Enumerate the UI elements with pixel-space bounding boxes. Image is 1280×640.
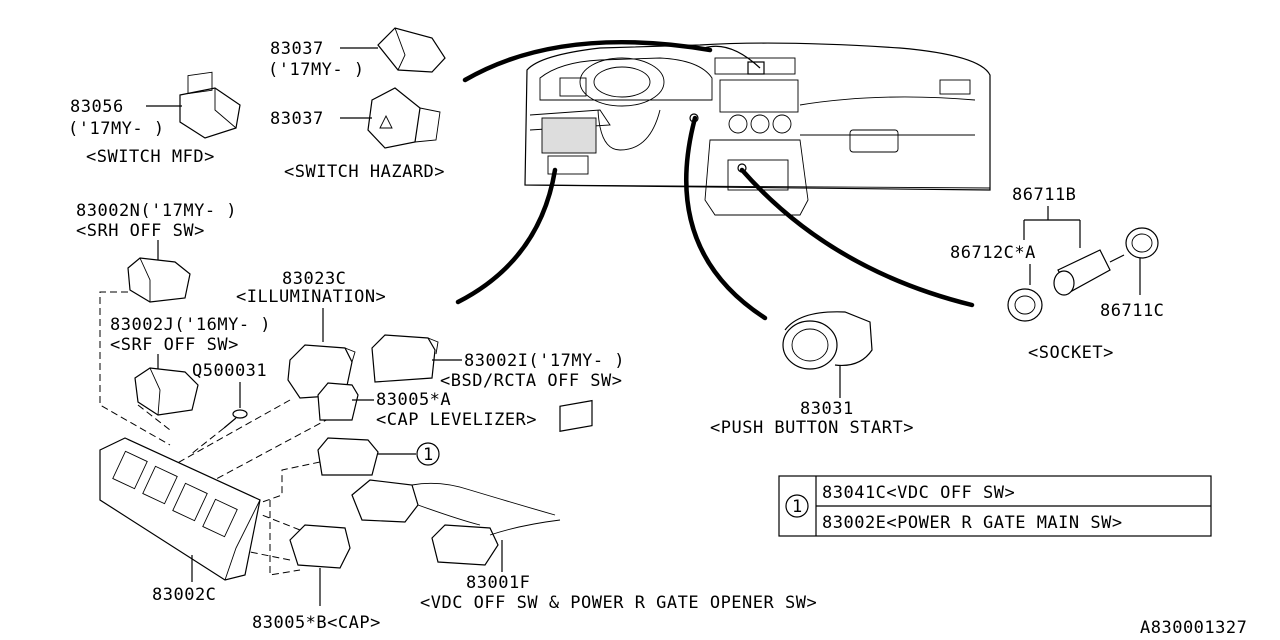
label-illum-name: <ILLUMINATION>: [236, 287, 386, 307]
label-srf-part: 83002J('16MY- ): [110, 315, 271, 335]
srh-off-switch-part: [127, 257, 191, 303]
label-hazard-part-b: 83037: [270, 109, 324, 129]
label-harness-name: <VDC OFF SW & POWER R GATE OPENER SW>: [420, 593, 817, 613]
screw-part: [223, 409, 248, 429]
cap-levelizer-part: [317, 382, 359, 421]
legend-callout: 1: [792, 497, 803, 517]
drawing-number: A830001327: [1140, 618, 1247, 638]
label-hazard-name: <SWITCH HAZARD>: [284, 162, 445, 182]
label-screw-part: Q500031: [192, 361, 267, 381]
label-srh-part: 83002N('17MY- ): [76, 201, 237, 221]
bsd-rcta-switch-part: [371, 334, 439, 383]
hazard-switch-part: [367, 87, 441, 149]
label-hazard-my: ('17MY- ): [268, 60, 365, 80]
label-panel-part: 83002C: [152, 585, 216, 605]
label-switch-mfd-name: <SWITCH MFD>: [86, 147, 215, 167]
srf-off-switch-part: [134, 367, 199, 416]
callout-legend-table: 1 83041C<VDC OFF SW> 83002E<POWER R GATE…: [778, 475, 1212, 537]
label-cap-lev-name: <CAP LEVELIZER>: [376, 410, 537, 430]
label-push-part: 83031: [800, 399, 854, 419]
pointer-cable-hazard: [462, 39, 713, 83]
hazard-switch-17my-part: [377, 27, 446, 73]
label-push-name: <PUSH BUTTON START>: [710, 418, 914, 438]
label-callout-1: 1: [423, 445, 434, 465]
label-socket-name: <SOCKET>: [1028, 343, 1114, 363]
leader-hazard: [703, 45, 761, 69]
switch-panel-part: [99, 437, 261, 581]
callout-1-circle: [416, 442, 440, 466]
label-socket-c-a: 86712C*A: [950, 243, 1036, 263]
pointer-cable-push-start: [684, 115, 768, 321]
switch-mfd-part: [179, 71, 241, 139]
harness-part: [351, 399, 593, 566]
label-bsd-name: <BSD/RCTA OFF SW>: [440, 371, 623, 391]
label-socket-assy: 86711B: [1012, 185, 1076, 205]
socket-part: [1007, 227, 1159, 322]
pointer-cable-illumination: [455, 167, 558, 305]
label-harness-part: 83001F: [466, 573, 530, 593]
label-socket-cap: 86711C: [1100, 301, 1164, 321]
label-cap-b-part: 83005*B<CAP>: [252, 613, 381, 633]
label-switch-mfd-part: 83056: [70, 97, 124, 117]
instrument-panel-illustration: [524, 42, 991, 216]
vdc-switch-part: [317, 437, 379, 476]
cap-b-part: [289, 524, 351, 569]
label-hazard-part-a: 83037: [270, 39, 324, 59]
pointer-cable-socket: [739, 167, 975, 308]
legend-row-1: 83041C<VDC OFF SW>: [822, 483, 1015, 503]
label-srh-name: <SRH OFF SW>: [76, 221, 205, 241]
label-cap-lev-part: 83005*A: [376, 390, 451, 410]
label-bsd-part: 83002I('17MY- ): [464, 351, 625, 371]
label-srf-name: <SRF OFF SW>: [110, 335, 239, 355]
label-illum-part: 83023C: [282, 269, 346, 289]
push-button-start-part: [782, 311, 873, 370]
label-switch-mfd-my: ('17MY- ): [68, 119, 165, 139]
legend-row-2: 83002E<POWER R GATE MAIN SW>: [822, 513, 1123, 533]
